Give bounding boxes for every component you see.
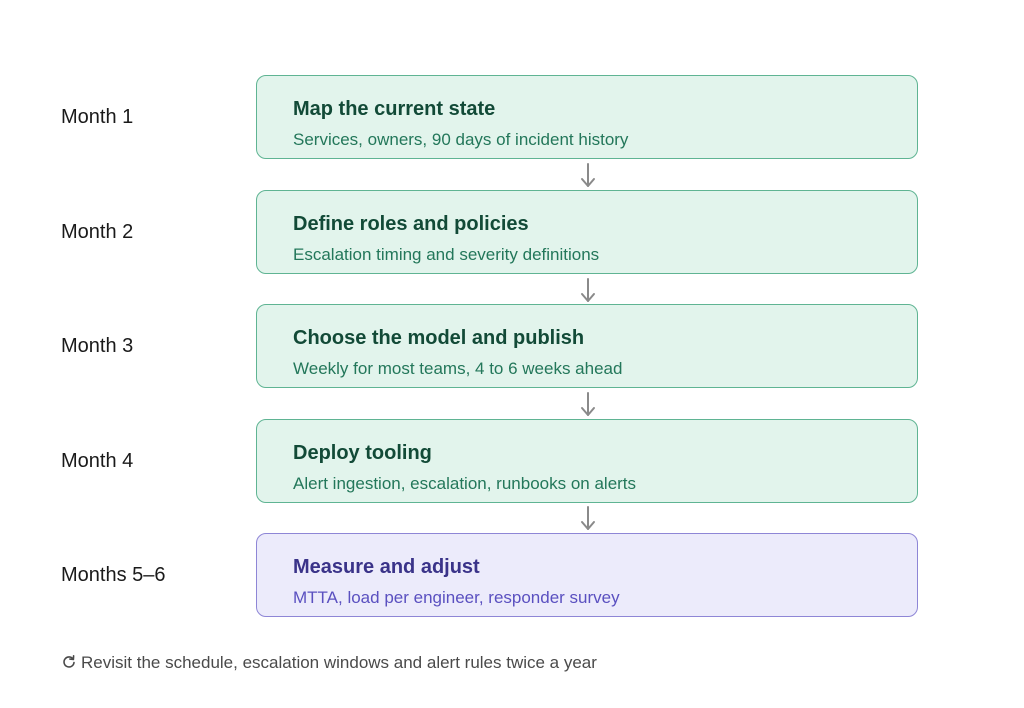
step-box: Define roles and policies Escalation tim… xyxy=(256,190,918,274)
timeline-row-month-3: Month 3 Choose the model and publish Wee… xyxy=(0,304,1024,388)
step-title: Measure and adjust xyxy=(293,556,480,578)
step-title: Map the current state xyxy=(293,98,496,120)
step-detail: Alert ingestion, escalation, runbooks on… xyxy=(293,474,637,493)
timeline-row-month-2: Month 2 Define roles and policies Escala… xyxy=(0,190,1024,274)
step-box: Map the current state Services, owners, … xyxy=(256,75,918,159)
step-detail: Escalation timing and severity definitio… xyxy=(293,245,600,264)
period-label: Month 4 xyxy=(61,450,134,472)
step-box: Deploy tooling Alert ingestion, escalati… xyxy=(256,419,918,503)
step-box: Choose the model and publish Weekly for … xyxy=(256,304,918,388)
step-detail: Services, owners, 90 days of incident hi… xyxy=(293,130,629,149)
timeline-row-month-1: Month 1 Map the current state Services, … xyxy=(0,75,1024,159)
footnote-text: Revisit the schedule, escalation windows… xyxy=(81,653,597,672)
period-label: Month 1 xyxy=(61,106,134,128)
step-title: Choose the model and publish xyxy=(293,327,585,349)
step-detail: Weekly for most teams, 4 to 6 weeks ahea… xyxy=(293,359,623,378)
step-title: Define roles and policies xyxy=(293,213,529,235)
timeline-row-months-5-6: Months 5–6 Measure and adjust MTTA, load… xyxy=(0,533,1024,617)
step-box-final: Measure and adjust MTTA, load per engine… xyxy=(256,533,918,617)
period-label: Month 2 xyxy=(61,221,134,243)
down-arrow-icon xyxy=(581,392,595,416)
down-arrow-icon xyxy=(581,278,595,302)
period-label: Months 5–6 xyxy=(61,564,166,586)
step-title: Deploy tooling xyxy=(293,442,432,464)
period-label: Month 3 xyxy=(61,335,134,357)
refresh-icon xyxy=(63,654,75,668)
footnote: Revisit the schedule, escalation windows… xyxy=(61,652,597,674)
down-arrow-icon xyxy=(581,506,595,530)
down-arrow-icon xyxy=(581,163,595,187)
step-detail: MTTA, load per engineer, responder surve… xyxy=(293,588,620,607)
timeline-row-month-4: Month 4 Deploy tooling Alert ingestion, … xyxy=(0,419,1024,503)
